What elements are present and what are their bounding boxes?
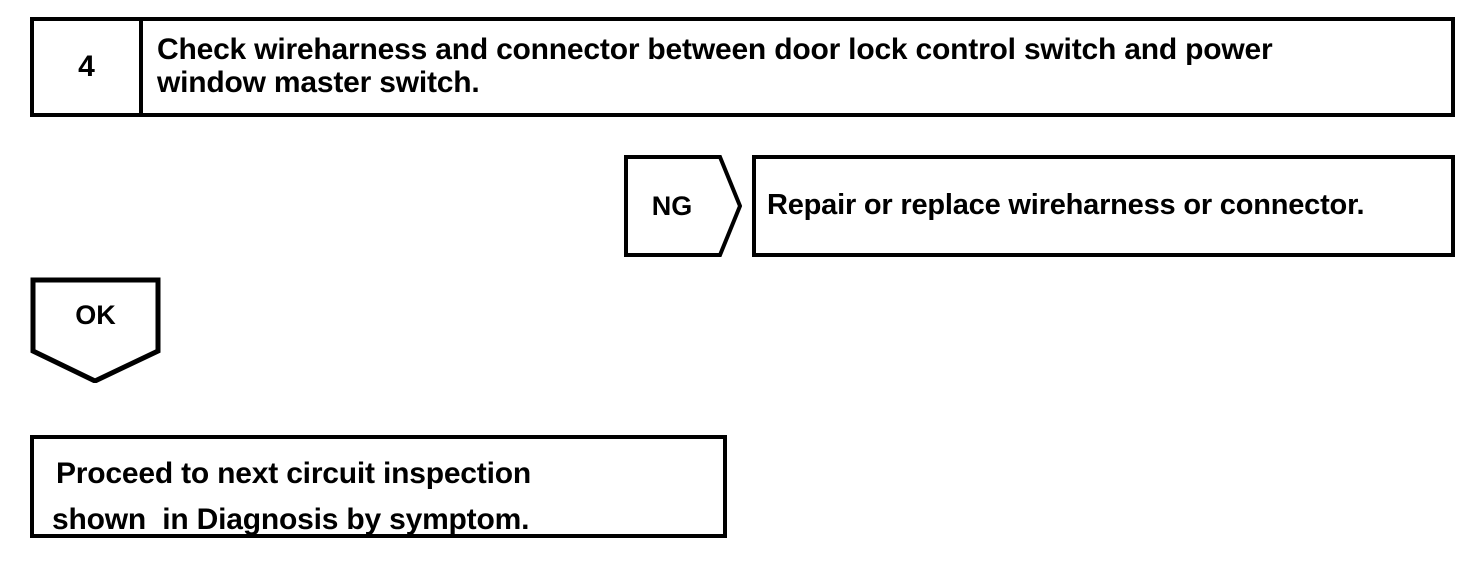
proceed-line-1: Proceed to next circuit inspection (56, 457, 531, 490)
step-number-label: 4 (78, 50, 95, 83)
step-instruction-cell: Check wireharness and connector between … (147, 21, 1451, 113)
proceed-box: Proceed to next circuit inspection shown… (30, 435, 727, 538)
ng-label: NG (651, 190, 693, 221)
step-instruction-line-1: Check wireharness and connector between … (157, 33, 1273, 66)
ok-arrow: OK (30, 277, 161, 383)
ok-arrow-icon (30, 277, 161, 383)
proceed-line-2: shown in Diagnosis by symptom. (52, 503, 530, 536)
ng-result-box: Repair or replace wireharness or connect… (752, 155, 1455, 257)
step-box: 4 Check wireharness and connector betwee… (30, 17, 1455, 117)
ng-arrow: NG (624, 155, 742, 257)
step-number-cell: 4 (34, 21, 143, 113)
ng-arrow-icon (624, 155, 742, 257)
step-instruction-line-2: window master switch. (157, 66, 480, 99)
ng-result-text: Repair or replace wireharness or connect… (767, 189, 1365, 222)
ok-label: OK (75, 299, 116, 330)
